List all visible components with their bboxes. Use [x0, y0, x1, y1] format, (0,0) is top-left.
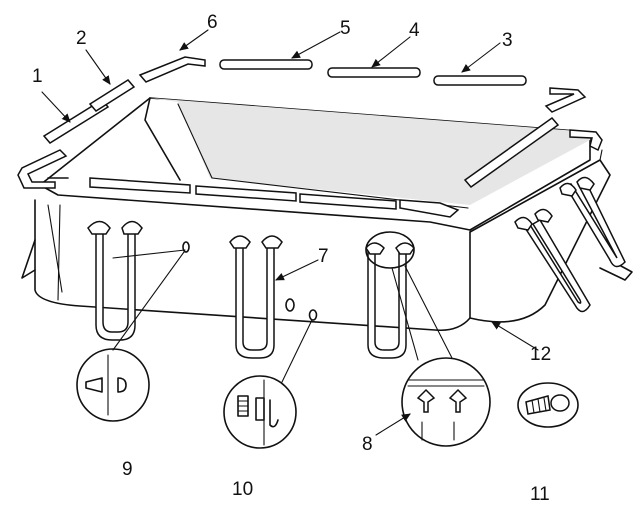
callout-1: 1 [32, 66, 43, 87]
wall-fittings [182, 241, 318, 321]
callout-labels: 1 2 3 4 5 6 7 8 9 10 11 12 [32, 12, 551, 505]
detail-11 [517, 382, 579, 428]
callout-4: 4 [409, 20, 420, 41]
top-rail-frame [17, 56, 633, 281]
callout-6: 6 [207, 12, 218, 33]
callout-12: 12 [530, 344, 551, 365]
callout-7: 7 [318, 246, 329, 267]
callout-leaders [41, 29, 539, 436]
detail-10 [223, 319, 313, 449]
callout-3: 3 [502, 30, 513, 51]
detail-8 [391, 265, 491, 447]
pool-liner [34, 97, 611, 332]
callout-5: 5 [340, 18, 351, 39]
callout-8: 8 [362, 434, 373, 455]
callout-10: 10 [232, 479, 253, 500]
callout-11: 11 [530, 484, 550, 505]
detail-9 [76, 249, 186, 422]
u-legs [87, 176, 626, 359]
callout-2: 2 [76, 28, 87, 49]
callout-9: 9 [122, 459, 133, 480]
